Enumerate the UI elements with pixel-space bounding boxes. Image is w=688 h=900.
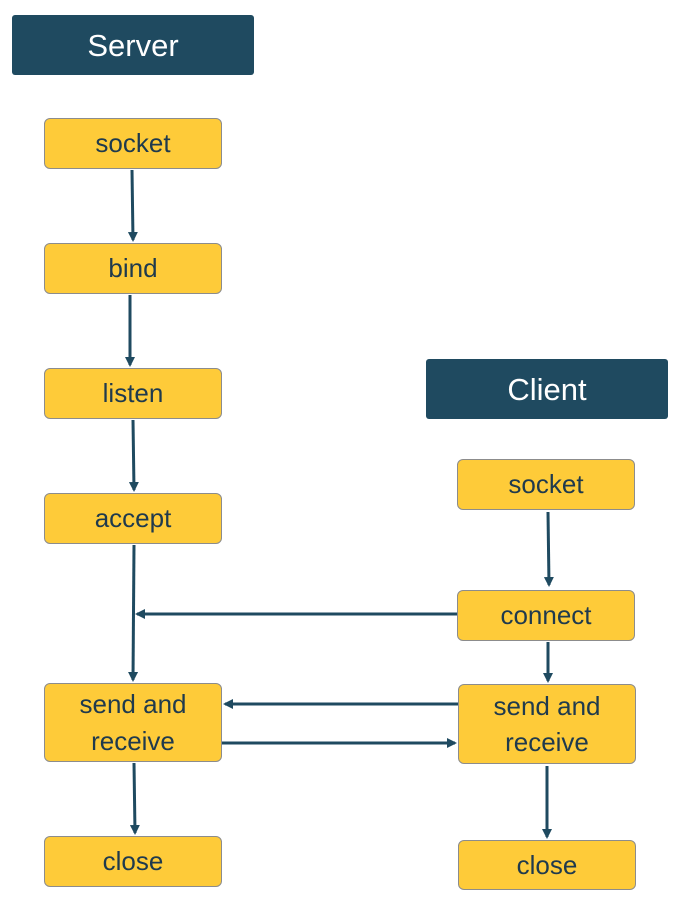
server-header: Server bbox=[12, 15, 254, 75]
arrow-accept-to-send-receive bbox=[128, 544, 139, 682]
server-socket-node: socket bbox=[44, 118, 222, 169]
arrow-server-send-receive-to-close bbox=[129, 762, 140, 835]
server-listen-node: listen bbox=[44, 368, 222, 419]
client-close-node: close bbox=[458, 840, 636, 890]
server-accept-node: accept bbox=[44, 493, 222, 544]
arrow-client-socket-to-connect bbox=[543, 511, 554, 587]
arrow-socket-to-bind bbox=[127, 169, 138, 242]
arrow-listen-to-accept bbox=[128, 419, 139, 492]
client-header: Client bbox=[426, 359, 668, 419]
client-connect-node: connect bbox=[457, 590, 635, 641]
client-socket-node: socket bbox=[457, 459, 635, 510]
client-send-receive-node: send and receive bbox=[458, 684, 636, 764]
server-close-node: close bbox=[44, 836, 222, 887]
server-bind-node: bind bbox=[44, 243, 222, 294]
server-send-receive-node: send and receive bbox=[44, 683, 222, 762]
